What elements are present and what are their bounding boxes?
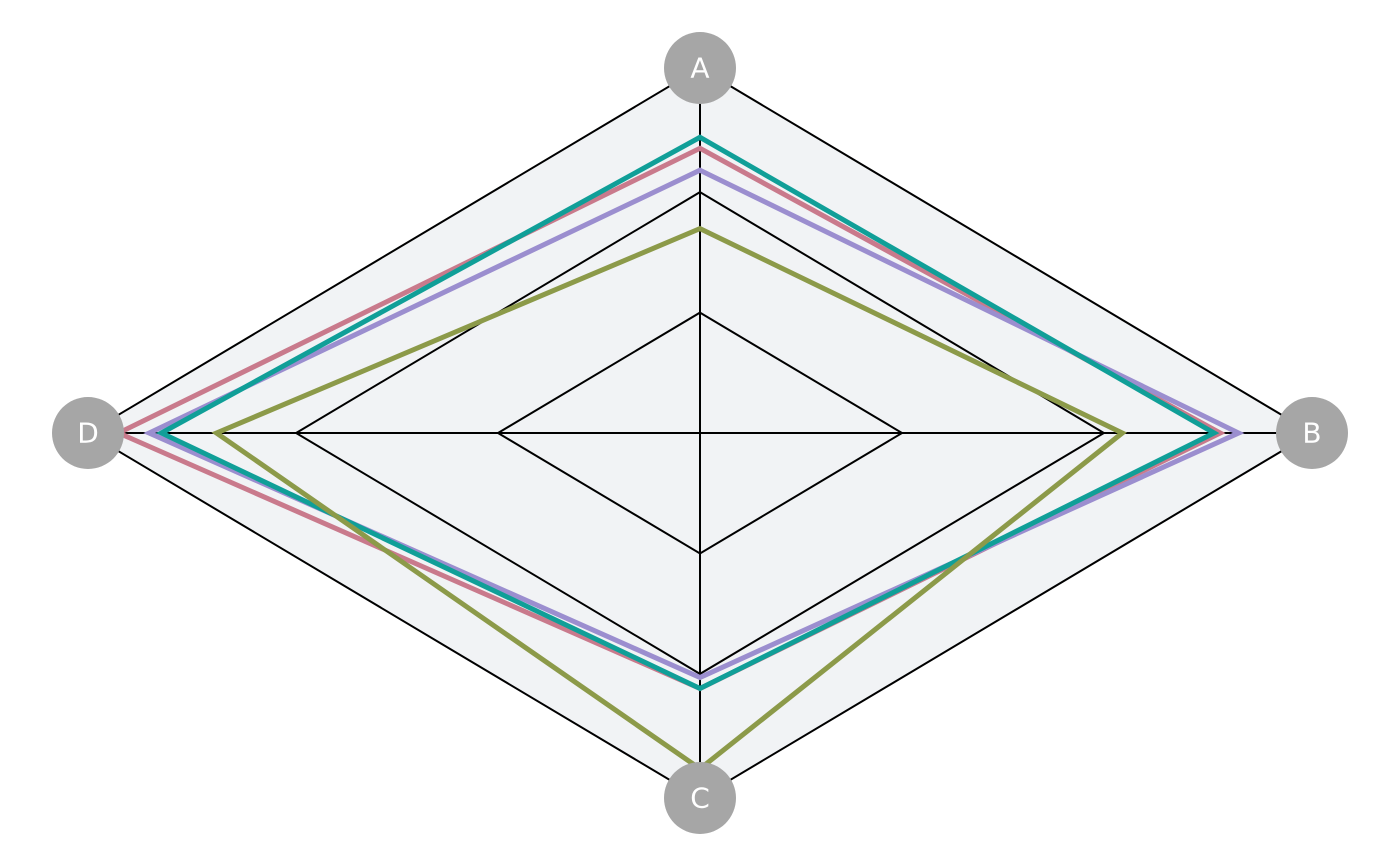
- axis-label-b-text: B: [1302, 417, 1321, 450]
- axis-label-a-text: A: [690, 52, 709, 85]
- axis-label-a-circle: [664, 32, 736, 104]
- axis-label-c-circle: [664, 762, 736, 834]
- axis-label-c-text: C: [690, 782, 710, 815]
- radar-axis-label-layer: A B C D: [52, 32, 1348, 834]
- axis-label-d-circle: [52, 397, 124, 469]
- axis-label-d: D: [52, 397, 124, 469]
- axis-label-a: A: [664, 32, 736, 104]
- axis-label-b-circle: [1276, 397, 1348, 469]
- axis-label-b: B: [1276, 397, 1348, 469]
- series-3-line: [155, 134, 1220, 692]
- axis-label-d-text: D: [77, 417, 99, 450]
- axis-label-c: C: [664, 762, 736, 834]
